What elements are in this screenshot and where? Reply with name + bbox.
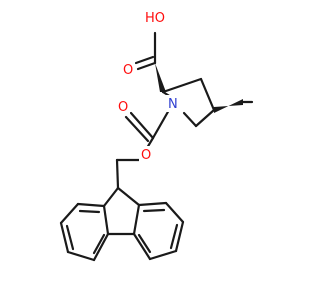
right-ring-bond-2 [164,201,185,224]
acid-c-o-double-bond-b [134,55,155,65]
ring-bond-c3-c4 [199,77,216,112]
ring-bond-c4-c5 [194,108,216,128]
carbamate-c-o-double-b [124,115,150,143]
left-ring-bond-5 [92,232,110,262]
c8a-c4b-bond [132,203,141,236]
right-ring-inner-1 [142,208,166,213]
molecule-structure: HO O N O O [59,8,254,262]
right-ring-bond-1 [137,201,168,207]
right-ring-bond-5 [132,232,152,261]
left-ring-bond-3 [59,221,70,254]
right-ring-bond-4 [148,249,178,261]
carbamate-group [115,108,171,190]
c9-c8a-bond [116,186,141,207]
hydroxyl-oxygen-label: HO [145,11,165,26]
carbamate-ether-oxygen-label: O [141,148,151,163]
carbamate-carbonyl-oxygen-label: O [118,100,128,115]
stereo-wedge-c4-methyl [214,99,243,113]
ring-bond-c2-c3 [161,77,203,94]
atom-labels: HO O N O O [116,8,180,163]
left-ring-bond-2 [59,202,80,225]
fluorene-system [59,186,185,262]
ch2-c9-bond [115,158,120,190]
n-carbonyl-bond [151,108,171,140]
c9-c9a-bond [102,186,120,208]
acid-carbonyl-oxygen-label: O [123,63,133,78]
right-ring-inner-3 [137,233,152,254]
left-ring-bond-4 [66,250,96,262]
ring-nitrogen-label: N [168,97,178,112]
stereo-wedge-c2-carboxyl [155,63,166,92]
left-ring-inner-1 [78,209,101,214]
left-ring-inner-2 [65,224,75,251]
carboxylic-acid-group [134,31,157,71]
carbamate-c-o-double-a [129,111,155,140]
c9a-c4a-bond [102,204,110,236]
right-ring-bond-3 [174,220,185,253]
ring-bond-c5-n [182,111,198,128]
acid-c-o-double-bond-a [136,61,157,71]
left-ring-inner-3 [92,233,106,255]
right-ring-inner-2 [169,223,179,250]
left-ring-bond-1 [76,202,106,208]
